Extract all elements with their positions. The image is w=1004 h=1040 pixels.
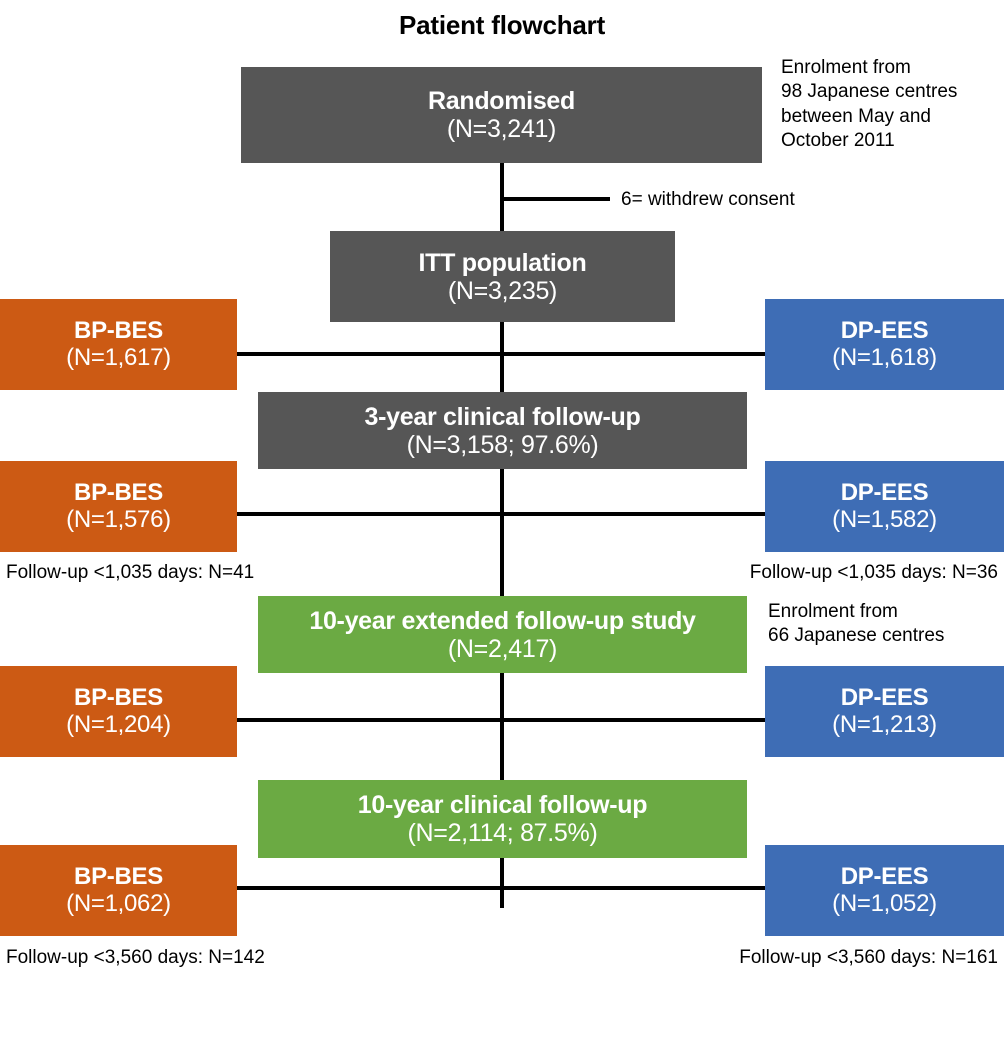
node-dpees-3y-count: (N=1,582)	[832, 505, 937, 533]
node-3year-clinical-followup[interactable]: 3-year clinical follow-up (N=3,158; 97.6…	[258, 392, 747, 469]
node-randomised-label: Randomised	[427, 87, 576, 115]
node-dpees-ext10[interactable]: DP-EES (N=1,213)	[765, 666, 1004, 757]
node-dpees-10y-label: DP-EES	[840, 862, 929, 890]
node-itt-population-count: (N=3,235)	[447, 276, 558, 305]
node-dpees-3y-label: DP-EES	[840, 478, 929, 506]
node-dpees-3y[interactable]: DP-EES (N=1,582)	[765, 461, 1004, 552]
node-3year-clinical-followup-count: (N=3,158; 97.6%)	[406, 430, 599, 459]
node-bpbes-3y[interactable]: BP-BES (N=1,576)	[0, 461, 237, 552]
node-10year-extended-followup-study[interactable]: 10-year extended follow-up study (N=2,41…	[258, 596, 747, 673]
node-bpbes-ext10-count: (N=1,204)	[66, 710, 171, 738]
node-randomised-count: (N=3,241)	[446, 115, 557, 143]
annotation-followup-left-3y: Follow-up <1,035 days: N=41	[6, 562, 255, 583]
node-10year-extended-followup-study-label: 10-year extended follow-up study	[309, 606, 696, 635]
connector-10y-down	[500, 858, 504, 908]
node-dpees-10y-count: (N=1,052)	[832, 889, 937, 917]
node-bpbes-3y-count: (N=1,576)	[66, 505, 171, 533]
node-bpbes-10y[interactable]: BP-BES (N=1,062)	[0, 845, 237, 936]
connector-3y-split	[237, 512, 765, 516]
node-bpbes-itt[interactable]: BP-BES (N=1,617)	[0, 299, 237, 390]
annotation-followup-right-3y: Follow-up <1,035 days: N=36	[749, 562, 998, 583]
node-3year-clinical-followup-label: 3-year clinical follow-up	[364, 402, 641, 431]
connector-ext10-to-10y	[500, 673, 504, 780]
node-10year-clinical-followup[interactable]: 10-year clinical follow-up (N=2,114; 87.…	[258, 780, 747, 858]
node-10year-extended-followup-study-count: (N=2,417)	[447, 634, 558, 663]
node-10year-clinical-followup-count: (N=2,114; 87.5%)	[407, 819, 598, 847]
connector-ext10-split	[237, 718, 765, 722]
node-bpbes-ext10-label: BP-BES	[74, 683, 163, 711]
node-dpees-itt[interactable]: DP-EES (N=1,618)	[765, 299, 1004, 390]
page-title: Patient flowchart	[398, 10, 606, 40]
annotation-followup-left-10y: Follow-up <3,560 days: N=142	[6, 947, 265, 968]
node-dpees-ext10-count: (N=1,213)	[832, 710, 937, 738]
connector-3y-to-ext10	[500, 469, 504, 599]
annotation-withdrew-consent: 6= withdrew consent	[621, 189, 795, 210]
connector-itt-to-3y	[500, 322, 504, 394]
node-randomised[interactable]: Randomised (N=3,241)	[241, 67, 762, 163]
annotation-enrolment-66-centres: Enrolment from 66 Japanese centres	[768, 601, 945, 647]
node-bpbes-10y-label: BP-BES	[74, 862, 163, 890]
node-dpees-10y[interactable]: DP-EES (N=1,052)	[765, 845, 1004, 936]
node-dpees-ext10-label: DP-EES	[840, 683, 929, 711]
node-bpbes-itt-count: (N=1,617)	[66, 343, 171, 371]
node-10year-clinical-followup-label: 10-year clinical follow-up	[357, 791, 648, 819]
node-bpbes-itt-label: BP-BES	[74, 316, 163, 344]
connector-itt-split	[237, 352, 765, 356]
node-dpees-itt-label: DP-EES	[840, 316, 929, 344]
node-itt-population[interactable]: ITT population (N=3,235)	[330, 231, 675, 322]
node-bpbes-10y-count: (N=1,062)	[66, 889, 171, 917]
connector-withdrew-consent	[500, 197, 610, 201]
node-bpbes-3y-label: BP-BES	[74, 478, 163, 506]
connector-10y-split	[237, 886, 765, 890]
node-itt-population-label: ITT population	[418, 248, 587, 277]
annotation-followup-right-10y: Follow-up <3,560 days: N=161	[739, 947, 998, 968]
annotation-enrolment-98-centres: Enrolment from 98 Japanese centres betwe…	[781, 57, 958, 151]
node-dpees-itt-count: (N=1,618)	[832, 343, 937, 371]
node-bpbes-ext10[interactable]: BP-BES (N=1,204)	[0, 666, 237, 757]
